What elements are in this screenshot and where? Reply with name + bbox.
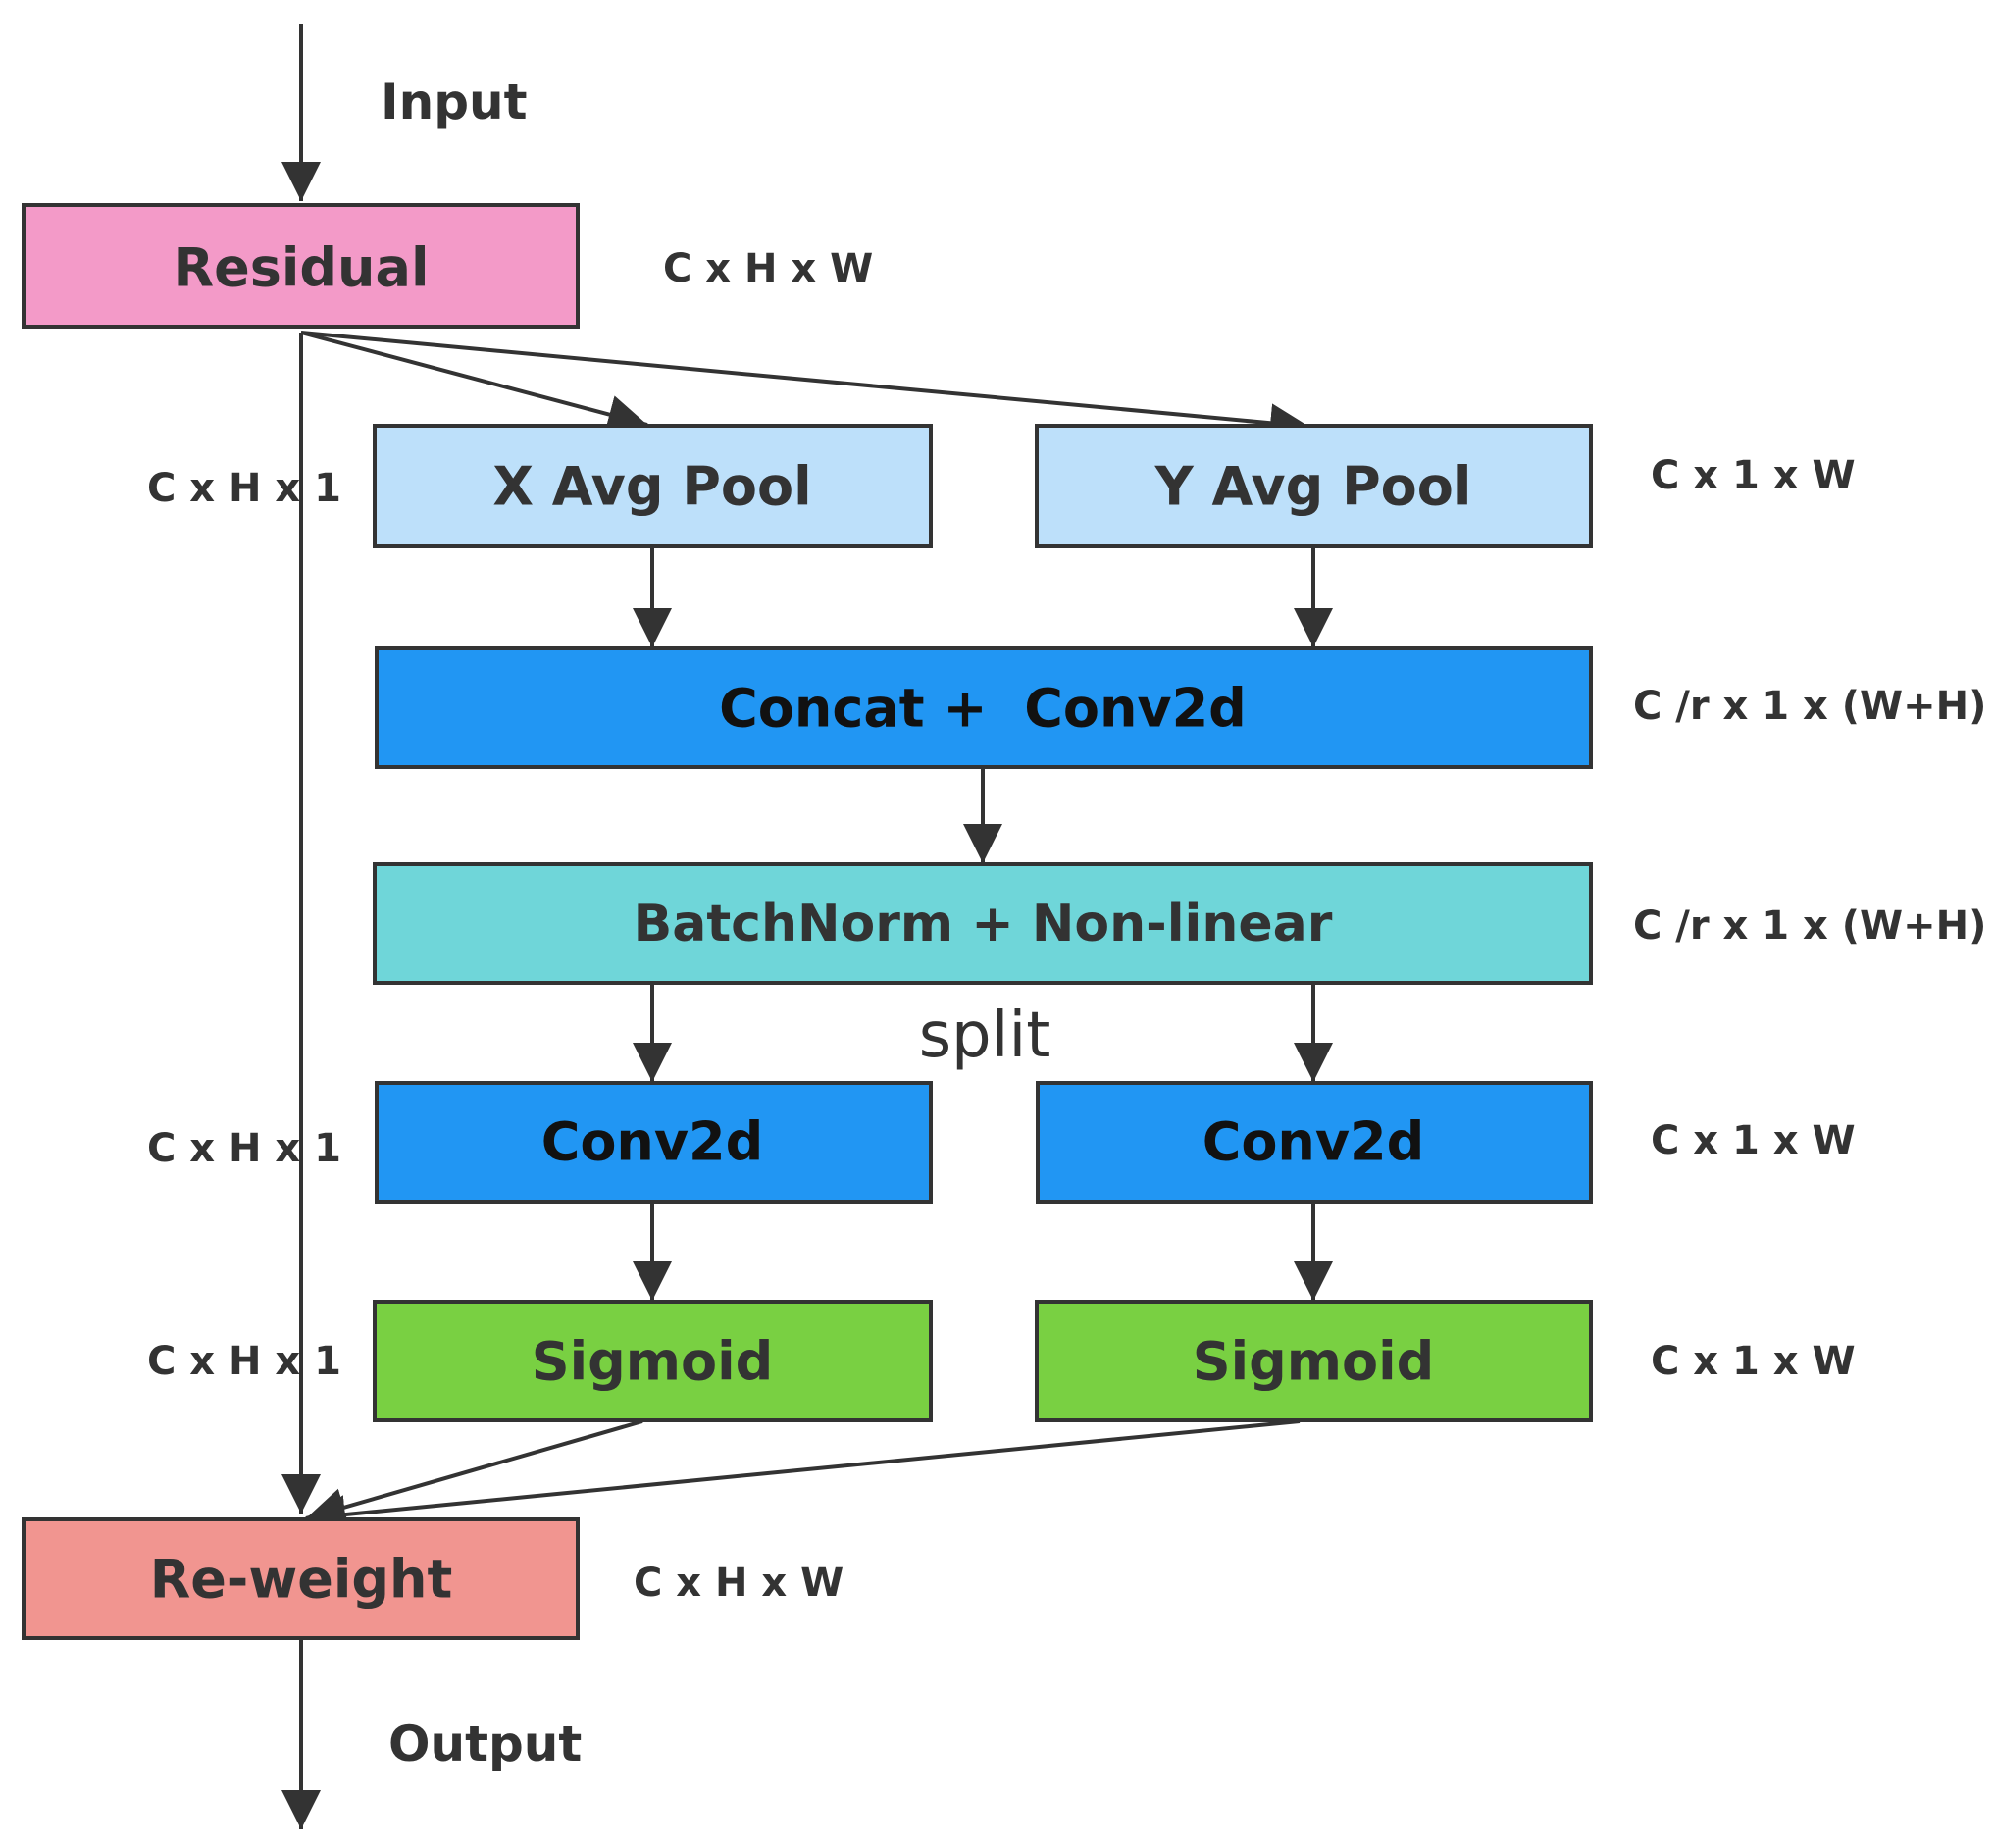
node-conv2d-right: Conv2d [1036,1081,1593,1204]
node-sigmoid-left-box [373,1300,933,1422]
dim-sigmoid-left: C x H x 1 [147,1339,341,1384]
dim-x-pool: C x H x 1 [147,466,341,511]
node-x-avg-pool-label: X Avg Pool [492,456,811,518]
node-sigmoid-right-box [1035,1300,1593,1422]
dim-concat: C /r x 1 x (W+H) [1633,684,1986,729]
node-batchnorm: BatchNorm + Non-linear [373,862,1593,985]
node-residual-box [22,203,580,329]
edges [281,24,1333,1829]
node-sigmoid-right-label: Sigmoid [1193,1331,1435,1393]
edge-residual-to-y-avg-pool [300,331,1310,443]
edge-residual-to-x-avg-pool [300,331,648,435]
node-sigmoid-left-label: Sigmoid [532,1331,774,1393]
dim-sigmoid-right: C x 1 x W [1651,1339,1856,1384]
split-label: split [919,1000,1051,1072]
node-x-avg-pool: X Avg Pool [373,424,933,548]
node-batchnorm-label: BatchNorm + Non-linear [634,895,1333,953]
node-residual-label: Residual [174,237,430,299]
node-x-avg-pool-box [373,424,933,548]
dim-conv-left: C x H x 1 [147,1126,341,1171]
node-reweight: Re-weight [22,1517,580,1640]
edge-sigmoid-right-to-reweight [305,1419,1301,1535]
node-y-avg-pool-box [1035,424,1593,548]
node-y-avg-pool: Y Avg Pool [1035,424,1593,548]
node-concat-conv2d: Concat + Conv2d [375,646,1593,769]
node-conv2d-left-box [375,1081,933,1204]
node-sigmoid-left: Sigmoid [373,1300,933,1422]
node-conv2d-right-label: Conv2d [1202,1111,1425,1173]
dim-residual: C x H x W [663,246,873,291]
node-sigmoid-right: Sigmoid [1035,1300,1593,1422]
dim-conv-right: C x 1 x W [1651,1118,1856,1163]
node-reweight-label: Re-weight [150,1549,453,1611]
node-conv2d-left-label: Conv2d [541,1111,764,1173]
node-residual: Residual [22,203,580,329]
dim-y-pool: C x 1 x W [1651,453,1856,498]
edge-sigmoid-left-to-reweight [305,1419,643,1527]
node-concat-conv2d-box [375,646,1593,769]
node-reweight-box [22,1517,580,1640]
dim-batchnorm: C /r x 1 x (W+H) [1633,903,1986,949]
input-label: Input [381,74,528,130]
node-conv2d-right-box [1036,1081,1593,1204]
output-label: Output [388,1716,582,1772]
node-concat-conv2d-label: Concat + Conv2d [719,678,1247,740]
node-y-avg-pool-label: Y Avg Pool [1154,456,1472,518]
node-conv2d-left: Conv2d [375,1081,933,1204]
dim-reweight: C x H x W [634,1561,844,1606]
node-batchnorm-box [373,862,1593,985]
